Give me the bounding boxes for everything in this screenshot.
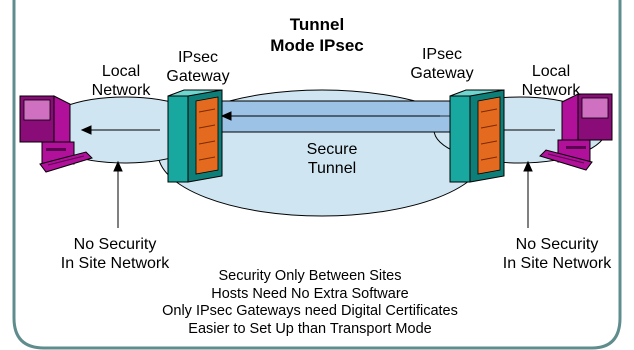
right-local-network-label: Local Network (521, 63, 581, 99)
slide-frame (12, 0, 622, 350)
right-gateway-server-icon (449, 89, 505, 183)
right-gateway-label: IPsec Gateway (410, 46, 474, 82)
left-gateway-server-icon (167, 89, 223, 183)
left-local-network-label: Local Network (91, 63, 151, 99)
secure-tunnel-label: Secure Tunnel (306, 141, 358, 177)
note-line: Hosts Need No Extra Software (211, 285, 409, 302)
left-no-security-label: No Security In Site Network (60, 236, 170, 272)
note-line: Only IPsec Gateways need Digital Certifi… (162, 303, 458, 319)
note-line: Security Only Between Sites (218, 268, 402, 284)
right-computer-icon (539, 93, 613, 171)
summary-notes: Security Only Between Sites Hosts Need N… (130, 268, 490, 338)
left-computer-icon (19, 95, 93, 173)
note-line: Easier to Set Up than Transport Mode (188, 320, 432, 337)
left-gateway-label: IPsec Gateway (166, 49, 230, 85)
diagram-title: Tunnel Mode IPsec (270, 15, 364, 55)
right-no-security-label: No Security In Site Network (502, 236, 612, 272)
